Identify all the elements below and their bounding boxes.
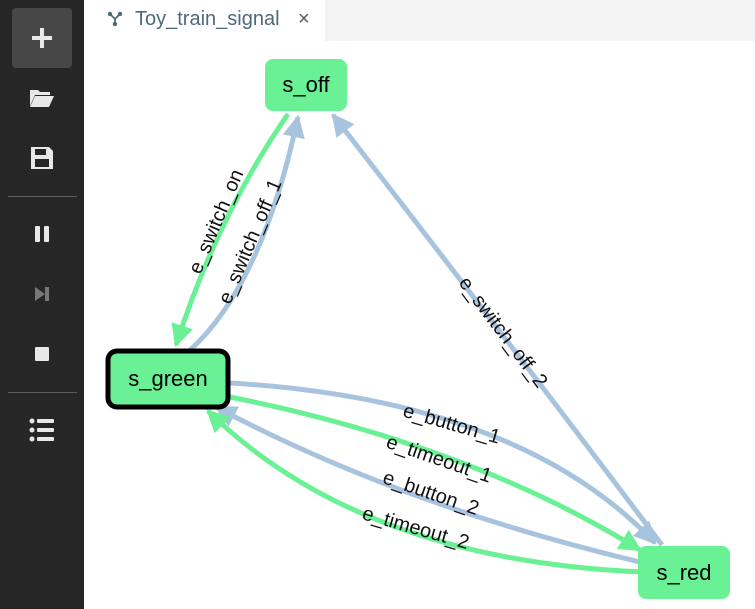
node-s-green[interactable]: s_green	[105, 348, 231, 410]
edge-e-switch-off-1[interactable]	[188, 114, 305, 352]
step-button[interactable]	[12, 264, 72, 324]
edge-label: e_switch_off_2	[454, 273, 552, 393]
plus-icon	[32, 28, 52, 48]
node-label: s_red	[656, 560, 711, 585]
toolbar-divider	[8, 392, 77, 393]
tab-toy-train-signal[interactable]: Toy_train_signal ×	[84, 0, 325, 41]
node-s-red[interactable]: s_red	[638, 546, 730, 599]
toolbar	[0, 0, 84, 609]
save-icon	[31, 147, 53, 169]
stop-button[interactable]	[12, 324, 72, 384]
open-button[interactable]	[12, 68, 72, 128]
open-folder-icon	[30, 90, 54, 107]
tab-bar: Toy_train_signal ×	[84, 0, 755, 41]
tab-title: Toy_train_signal	[135, 8, 280, 30]
edge-e-switch-off-2[interactable]	[331, 113, 664, 547]
pause-button[interactable]	[12, 204, 72, 264]
state-graph[interactable]: e_switch_on e_switch_off_1 e_switch_off_…	[84, 41, 755, 609]
edge-e-button-2[interactable]	[214, 404, 641, 565]
pause-icon	[35, 226, 49, 242]
stop-icon	[35, 347, 49, 361]
toolbar-divider	[8, 196, 77, 197]
edge-e-timeout-2[interactable]	[206, 409, 643, 575]
state-machine-icon	[107, 11, 123, 27]
edge-e-switch-on[interactable]	[171, 112, 291, 348]
node-s-off[interactable]: s_off	[265, 59, 347, 111]
save-button[interactable]	[12, 128, 72, 188]
close-icon[interactable]: ×	[298, 8, 310, 30]
node-label: s_green	[128, 366, 208, 391]
node-label: s_off	[282, 72, 330, 97]
list-button[interactable]	[12, 400, 72, 460]
new-button[interactable]	[12, 8, 72, 68]
edge-e-timeout-1[interactable]	[229, 394, 642, 553]
list-icon	[29, 418, 54, 442]
step-forward-icon	[35, 287, 49, 301]
edge-e-button-1[interactable]	[229, 380, 657, 545]
